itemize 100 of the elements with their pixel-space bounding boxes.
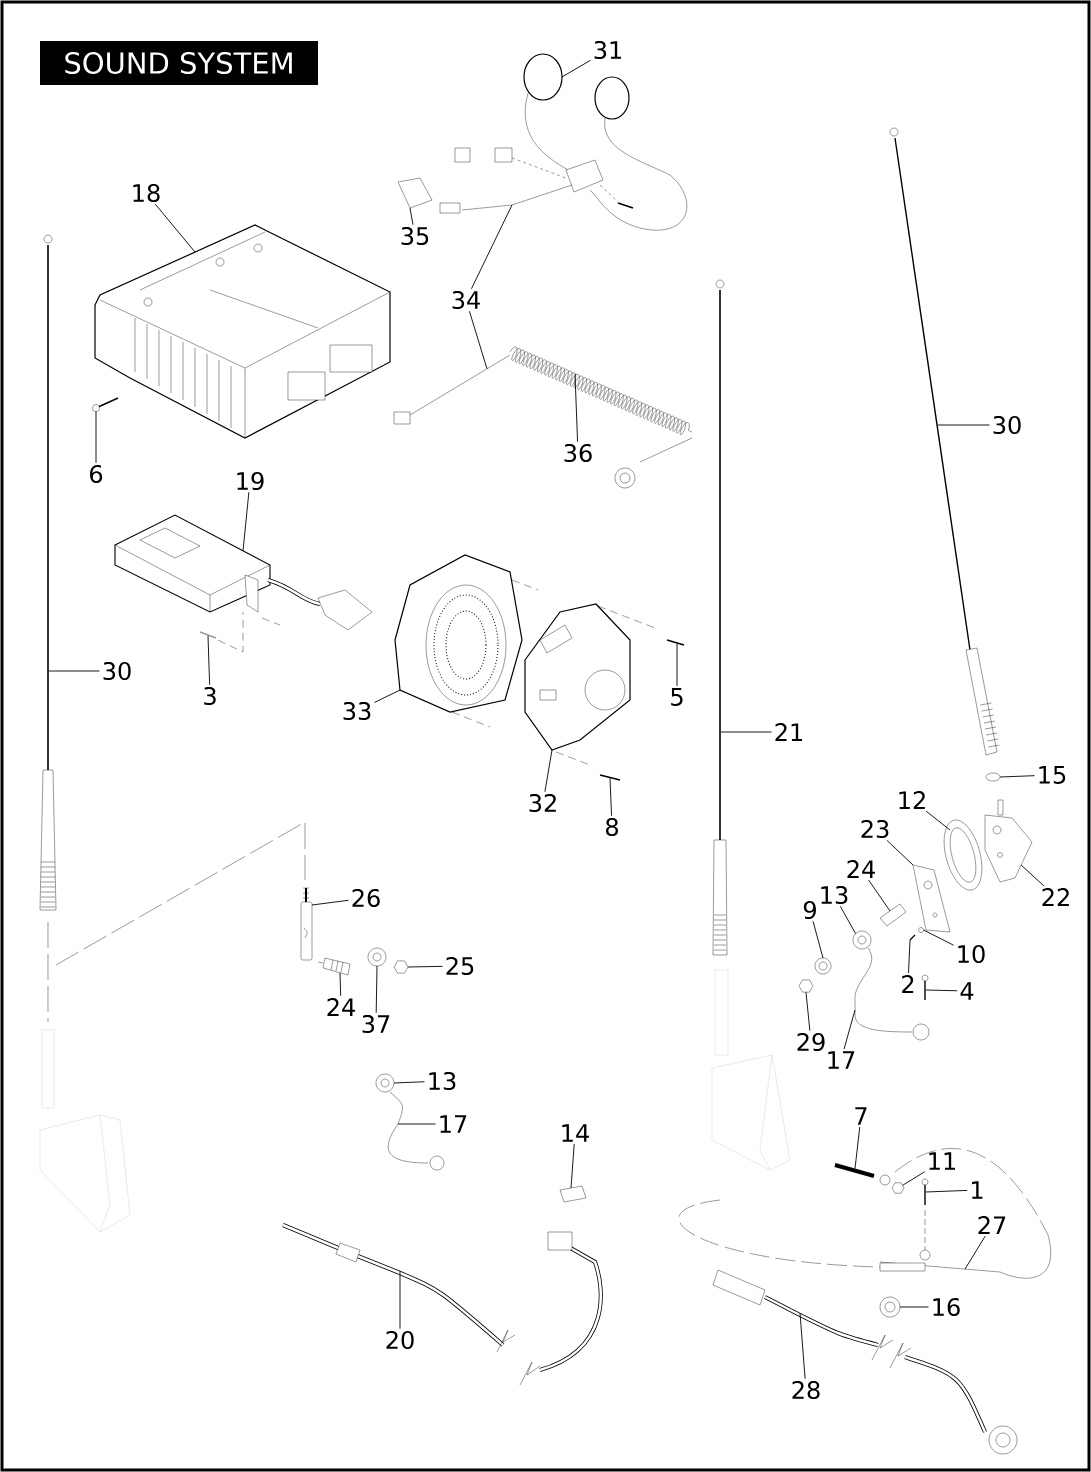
- callout-number: 25: [446, 956, 474, 976]
- washer-drawing: [367, 947, 387, 967]
- callout-number: 17: [828, 1051, 855, 1069]
- leader-line: [95, 411, 97, 464]
- leader-line: [207, 635, 211, 686]
- leader-line: [886, 839, 914, 866]
- screw-drawing: [666, 639, 685, 646]
- nut-drawing: [393, 960, 409, 974]
- leader-line: [923, 929, 954, 946]
- leader-line: [839, 905, 857, 935]
- callout-number: 7: [855, 1107, 867, 1125]
- leader-line: [937, 424, 990, 426]
- callout-number: 22: [1042, 888, 1069, 906]
- module-drawing: [114, 514, 373, 631]
- leader-line: [799, 1312, 806, 1380]
- leader-line: [375, 965, 378, 1014]
- callout-number: 30: [993, 415, 1021, 435]
- leader-line: [48, 670, 100, 672]
- radio-drawing: [94, 224, 391, 439]
- leader-line: [311, 899, 349, 906]
- callout-number: 10: [958, 944, 985, 964]
- callout-number: 8: [606, 817, 618, 837]
- callout-number: 35: [401, 226, 429, 246]
- leader-line: [925, 989, 958, 992]
- leader-line: [843, 1009, 856, 1050]
- leader-line: [339, 972, 342, 997]
- leader-line: [925, 1189, 968, 1193]
- antenna-drawing: [712, 279, 728, 956]
- leader-line: [471, 204, 513, 290]
- ring-terminal-drawing: [852, 930, 872, 950]
- callout-number: 19: [237, 471, 264, 491]
- screw-drawing: [599, 774, 621, 781]
- callout-number: 9: [803, 900, 816, 920]
- leader-line: [676, 643, 678, 687]
- cap-drawing: [397, 177, 433, 209]
- callout-number: 5: [671, 688, 683, 706]
- title-banner: SOUND SYSTEM: [40, 41, 318, 85]
- leader-line: [854, 1126, 861, 1170]
- callout-number: 12: [899, 791, 925, 809]
- gasket-drawing: [943, 819, 983, 891]
- washer-drawing: [918, 927, 924, 933]
- callout-number: 34: [452, 290, 480, 310]
- lock-washer-drawing: [814, 957, 832, 975]
- leader-line: [720, 731, 772, 733]
- leader-line: [397, 1123, 436, 1125]
- leader-line: [805, 991, 811, 1032]
- callout-number: 6: [90, 464, 103, 484]
- cable-drawing: [393, 354, 511, 425]
- ring-terminal-drawing: [375, 1073, 395, 1093]
- leader-line: [1020, 864, 1045, 887]
- leader-line: [964, 1235, 986, 1270]
- callout-number: 17: [440, 1115, 467, 1133]
- cable-drawing: [439, 184, 573, 214]
- callout-number: 15: [1039, 766, 1066, 784]
- leader-line: [999, 775, 1035, 778]
- screw-drawing: [199, 631, 217, 639]
- cable-drawing: [712, 1269, 1018, 1455]
- plate-drawing: [912, 864, 951, 933]
- leader-line: [902, 1171, 925, 1186]
- ground-wire-drawing: [854, 947, 930, 1041]
- leader-line: [374, 689, 401, 703]
- callout-number: 29: [797, 1032, 825, 1052]
- callout-number: 32: [529, 793, 556, 813]
- callout-number: 13: [429, 1071, 456, 1091]
- nut-drawing: [798, 979, 814, 993]
- leader-line: [407, 965, 443, 968]
- callout-number: 4: [960, 982, 974, 1000]
- speaker-housing-drawing: [524, 603, 656, 766]
- o-ring-drawing: [985, 772, 1001, 782]
- screw-drawing: [909, 934, 916, 941]
- mount-base-drawing: [984, 799, 1033, 883]
- callout-number: 13: [821, 885, 848, 905]
- leader-line: [925, 810, 951, 831]
- leader-line: [469, 310, 488, 370]
- callout-number: 24: [847, 860, 875, 878]
- leader-line: [154, 203, 196, 253]
- cable-drawing: [282, 1223, 603, 1386]
- leader-line: [399, 1270, 401, 1330]
- callout-number: 21: [775, 723, 803, 741]
- callout-number: 3: [204, 686, 216, 706]
- fitting-drawing: [317, 957, 351, 976]
- callout-number: 33: [343, 701, 371, 721]
- leader-line: [908, 939, 911, 974]
- callout-number: 24: [327, 998, 355, 1016]
- callout-number: 14: [562, 1124, 589, 1142]
- callout-number: 23: [861, 819, 889, 839]
- callout-number: 30: [103, 661, 131, 681]
- clip-drawing: [559, 1185, 587, 1203]
- stud-drawing: [300, 887, 313, 961]
- leader-line: [609, 777, 612, 817]
- screw-drawing: [92, 397, 119, 412]
- leader-line: [544, 749, 553, 793]
- callout-number: 37: [362, 1014, 390, 1034]
- leader-line: [812, 920, 824, 959]
- fitting-drawing: [879, 903, 907, 927]
- leader-line: [570, 1143, 575, 1189]
- callout-number: 31: [594, 40, 622, 60]
- leader-line: [242, 491, 250, 552]
- leader-line: [561, 59, 591, 78]
- leader-line: [899, 1306, 929, 1308]
